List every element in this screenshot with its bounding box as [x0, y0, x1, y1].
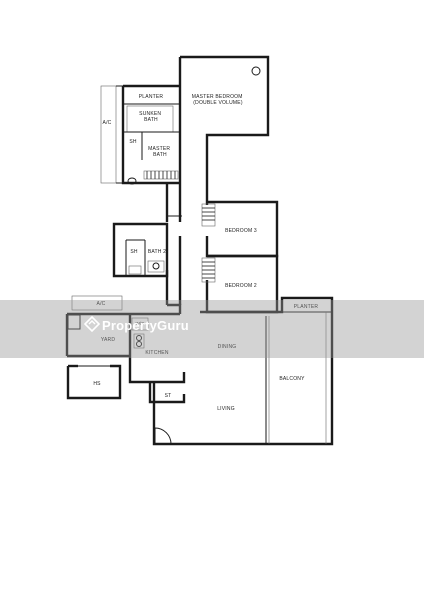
label-kitchen: KITCHEN — [145, 350, 169, 356]
label-bedroom2: BEDROOM 2 — [225, 283, 257, 289]
label-sunken-bath-line2: BATH — [144, 117, 158, 123]
master-wc-fixture — [127, 177, 137, 185]
corridor-walls — [165, 183, 182, 305]
wc-box — [131, 317, 149, 331]
label-planter-top: PLANTER — [139, 94, 164, 100]
watermark-text: PropertyGuru — [102, 318, 189, 333]
label-balcony: BALCONY — [279, 376, 305, 382]
room-labels: PLANTER A/C SUNKEN BATH SH MASTER BATH M… — [93, 94, 318, 412]
bath2-walls — [112, 222, 169, 278]
label-st: ST — [165, 393, 172, 399]
bath2-wc — [128, 265, 142, 275]
label-master-bath-line2: BATH — [153, 152, 167, 158]
label-bath2: BATH 2 — [148, 249, 166, 255]
master-vanity-hatch — [143, 170, 179, 180]
ac-ledge-top — [100, 85, 117, 184]
bedroom2-wardrobe — [201, 257, 216, 283]
label-master-bedroom-line2: (DOUBLE VOLUME) — [193, 100, 243, 106]
yard-sink — [67, 314, 81, 330]
label-master-bath-line1: MASTER — [148, 146, 170, 152]
bedroom3-wardrobe — [201, 203, 216, 227]
label-master-bath: MASTER BATH — [148, 146, 172, 158]
label-sh-master: SH — [129, 139, 137, 145]
bath2-vanity — [147, 260, 165, 273]
label-sh-bath2: SH — [130, 249, 138, 255]
kitchen-hob — [133, 333, 145, 349]
label-sunken-bath: SUNKEN BATH — [139, 111, 163, 123]
watermark-band — [0, 300, 424, 358]
master-bath-walls — [100, 84, 180, 185]
label-wc: W/C — [136, 321, 145, 326]
label-ac-mid: A/C — [97, 301, 106, 307]
label-living: LIVING — [217, 406, 235, 412]
living-walls — [148, 296, 334, 446]
propertyguru-logo-icon — [84, 316, 100, 332]
label-sunken-bath-line1: SUNKEN — [139, 111, 161, 117]
ac-ledge-mid — [71, 295, 123, 311]
label-yard: YARD — [101, 337, 116, 343]
label-hs: HS — [93, 381, 101, 387]
column-marker — [251, 66, 261, 76]
master-bedroom-walls — [178, 55, 270, 205]
label-ac-top: A/C — [103, 120, 112, 126]
label-planter-right: PLANTER — [294, 304, 319, 310]
label-master-bedroom-line1: MASTER BEDROOM — [192, 94, 243, 100]
main-door-swing — [154, 427, 172, 445]
label-dining: DINING — [218, 344, 237, 350]
label-bedroom3: BEDROOM 3 — [225, 228, 257, 234]
label-master-bedroom: MASTER BEDROOM (DOUBLE VOLUME) — [192, 94, 244, 106]
service-walls — [65, 295, 180, 400]
